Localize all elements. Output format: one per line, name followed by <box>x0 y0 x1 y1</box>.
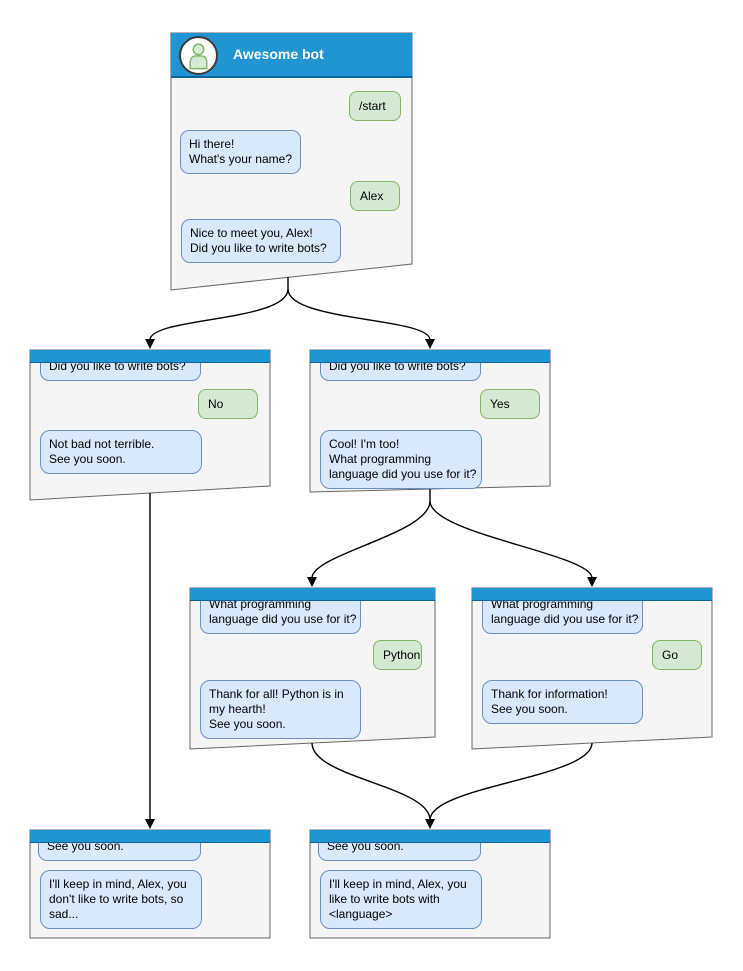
user-message-bubble: /start <box>349 91 401 121</box>
edge-python-to-end <box>311 742 431 821</box>
bot-message-bubble: Nice to meet you, Alex! Did you like to … <box>181 219 341 263</box>
edge-go-to-end <box>429 742 593 821</box>
arrowheads <box>145 339 597 829</box>
user-message-bubble: Alex <box>350 181 400 211</box>
avatar <box>179 36 218 75</box>
arrowhead <box>425 819 435 829</box>
no-branch-window: Did you like to write bots? No Not bad n… <box>30 350 270 500</box>
arrowhead <box>425 339 435 349</box>
connector-arrows <box>149 277 593 821</box>
arrowhead <box>587 577 597 587</box>
window-titlebar <box>310 350 550 363</box>
main-chat-window: Awesome bot /start Hi there! What's your… <box>171 33 412 290</box>
bot-message-bubble: Thank for information! See you soon. <box>482 680 643 724</box>
main-window-titlebar: Awesome bot <box>171 33 412 78</box>
arrowhead <box>145 339 155 349</box>
user-message-bubble: Go <box>652 640 702 670</box>
window-titlebar <box>30 830 270 843</box>
user-message-bubble: No <box>198 389 258 419</box>
bot-message-bubble: I'll keep in mind, Alex, you like to wri… <box>320 870 482 929</box>
edge-yes-to-python <box>311 500 431 579</box>
person-icon <box>189 43 208 70</box>
edge-main-to-yes <box>287 288 431 341</box>
bot-message-bubble: Thank for all! Python is in my hearth! S… <box>200 680 361 739</box>
user-message-bubble: Python <box>373 640 422 670</box>
bot-message-bubble: I'll keep in mind, Alex, you don't like … <box>40 870 202 929</box>
window-titlebar <box>30 350 270 363</box>
user-message-bubble: Yes <box>480 389 540 419</box>
arrowhead <box>307 577 317 587</box>
python-branch-window: What programming language did you use fo… <box>190 588 435 749</box>
window-titlebar <box>310 830 550 843</box>
bot-message-bubble: Hi there! What's your name? <box>180 130 301 174</box>
arrowhead <box>145 819 155 829</box>
bot-message-bubble: Cool! I'm too! What programming language… <box>320 430 482 489</box>
edge-main-to-no <box>149 288 289 341</box>
bot-message-bubble: Not bad not terrible. See you soon. <box>40 430 202 474</box>
edge-yes-to-go <box>429 500 593 579</box>
window-titlebar <box>472 588 712 601</box>
end-no-window: See you soon. I'll keep in mind, Alex, y… <box>30 830 270 938</box>
yes-branch-window: Did you like to write bots? Yes Cool! I'… <box>310 350 550 492</box>
end-yes-window: See you soon. I'll keep in mind, Alex, y… <box>310 830 550 938</box>
window-titlebar <box>190 588 435 601</box>
window-title: Awesome bot <box>233 46 324 62</box>
go-branch-window: What programming language did you use fo… <box>472 588 712 749</box>
